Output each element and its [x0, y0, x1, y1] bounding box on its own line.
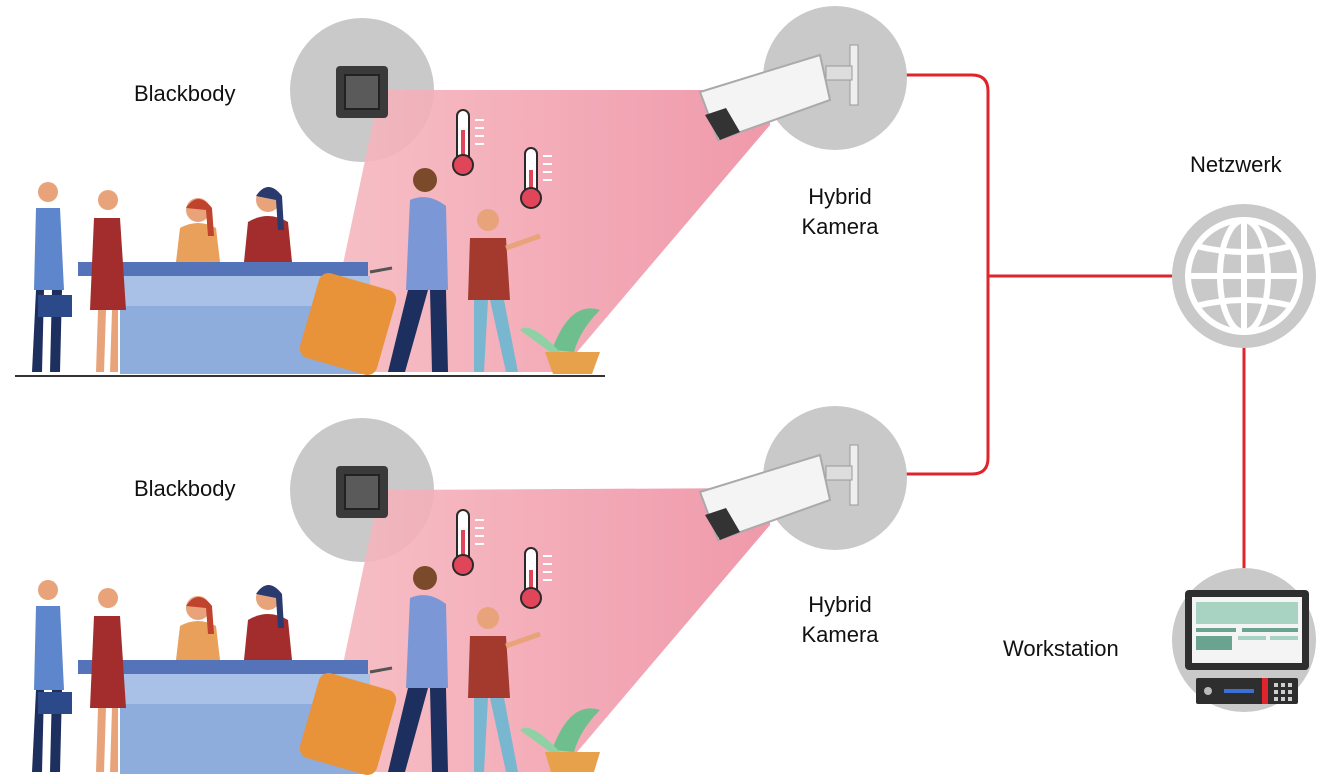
blackbody-label-bottom: Blackbody	[134, 476, 236, 501]
reception-scene	[15, 168, 605, 377]
network-label: Netzwerk	[1190, 152, 1282, 177]
blackbody-icon	[336, 466, 388, 518]
thermometer-icon	[520, 547, 552, 609]
thermometer-icon	[520, 147, 552, 209]
camera-label-top-line2: Kamera	[801, 214, 879, 239]
camera-label-bottom-line2: Kamera	[801, 622, 879, 647]
camera-label-top-line1: Hybrid	[808, 184, 872, 209]
camera-label-bottom-line1: Hybrid	[808, 592, 872, 617]
thermometer-icon	[452, 109, 484, 176]
hybrid-camera-icon	[698, 444, 859, 542]
workstation-label: Workstation	[1003, 636, 1119, 661]
thermometer-icon	[452, 509, 484, 576]
network-globe-icon	[1172, 204, 1316, 348]
hybrid-camera-icon	[698, 44, 859, 142]
workstation-icon	[1172, 568, 1316, 712]
camera-label-bottom: Hybrid Kamera	[780, 590, 900, 650]
reception-scene	[32, 566, 600, 775]
bottom-scene	[32, 406, 907, 775]
top-scene	[15, 6, 907, 377]
camera-label-top: Hybrid Kamera	[780, 182, 900, 242]
blackbody-label-top: Blackbody	[134, 81, 236, 106]
blackbody-icon	[336, 66, 388, 118]
network-connections	[858, 73, 1246, 590]
